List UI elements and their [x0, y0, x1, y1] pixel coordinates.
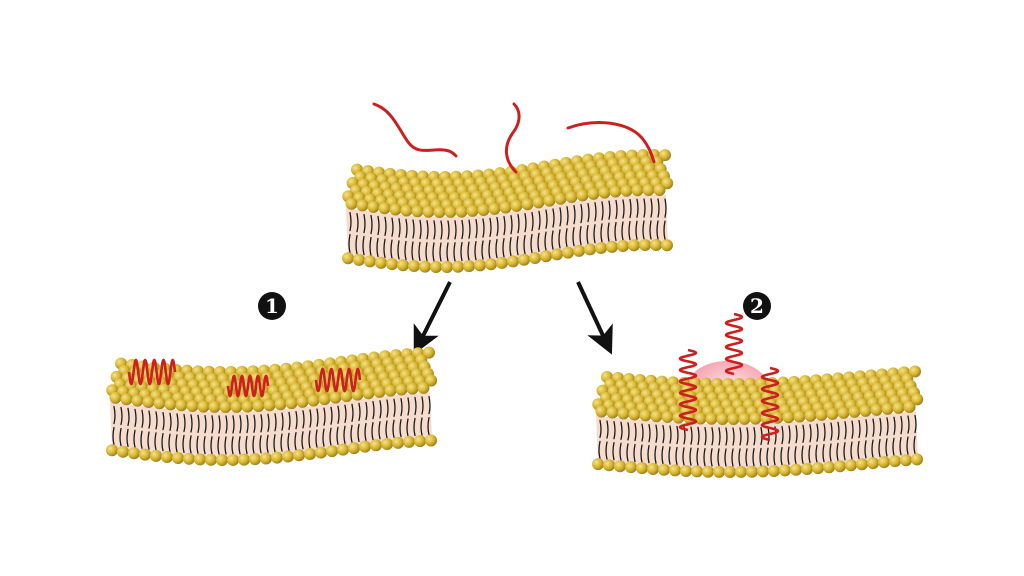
- surface-bound-helices: [127, 358, 362, 398]
- membrane-initial: [342, 148, 674, 273]
- step-badge-1: 1: [258, 292, 286, 320]
- svg-text:2: 2: [750, 294, 764, 318]
- peptide-coil-unfolded: [372, 102, 458, 158]
- step-badge-2: 2: [743, 292, 771, 320]
- peptide-coil-unfolded: [566, 121, 656, 164]
- transmembrane-helix: [760, 366, 780, 442]
- transmembrane-helices: [678, 312, 780, 442]
- arrow-to-pathway-2: [576, 281, 613, 355]
- unstructured-peptides: [372, 102, 656, 174]
- surface-helix: [127, 358, 177, 386]
- transmembrane-helix: [678, 348, 698, 432]
- transmembrane-helix: [724, 312, 744, 376]
- peptide-coil-unfolded: [505, 102, 521, 174]
- svg-text:1: 1: [265, 294, 279, 318]
- surface-helix: [314, 367, 362, 393]
- membrane-pathway-2: [592, 365, 924, 478]
- arrow-to-pathway-1: [413, 281, 452, 355]
- surface-helix: [226, 374, 270, 398]
